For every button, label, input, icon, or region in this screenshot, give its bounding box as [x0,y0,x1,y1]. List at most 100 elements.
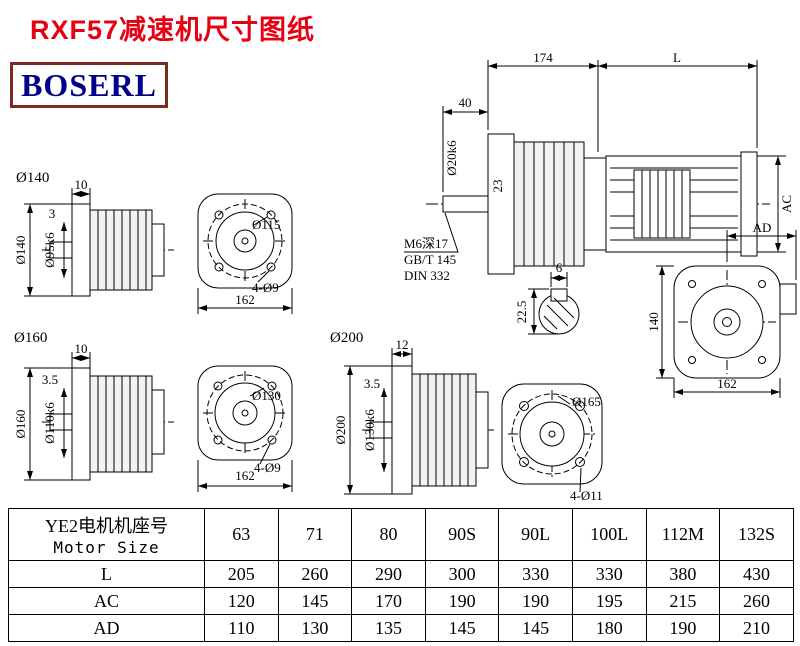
cell-AD-90l: 145 [498,614,573,642]
motor-size-header-cell: YE2电机机座号 Motor Size [8,508,205,561]
housing-cap [151,389,165,455]
col-header-132s: 132S [719,508,794,561]
cell-AD-63: 110 [204,614,279,642]
gear-housing [513,141,585,267]
flange140-label: Ø140 [16,170,49,186]
main-dimension-labels: 174 L 40 Ø20k6 23 AC M6深17 GB/T 145 DIN … [404,50,794,323]
col-header-90l: 90L [498,508,573,561]
hatch-lines [543,297,575,330]
dim-spigot-dia: Ø95k6 [42,232,57,268]
cell-L-100l: 330 [571,560,647,588]
dim-bolt-circle: Ø115 [252,217,280,232]
housing-fins [419,374,469,486]
bolt-hole [267,381,277,391]
cell-AC-90l: 190 [498,587,573,615]
col-header-112m: 112M [645,508,721,561]
dim-flange-dia: Ø160 [13,410,28,439]
cell-AD-90s: 145 [424,614,500,642]
col-header-63: 63 [204,508,279,561]
cell-AD-132s: 210 [719,614,794,642]
table-row-L: L 205 260 290 300 330 330 380 430 [8,560,794,588]
cell-AC-112m: 215 [645,587,721,615]
shaft-keyway-detail [528,272,580,335]
cell-L-71: 260 [277,560,353,588]
flange140-views: Ø140 [13,170,293,314]
bolt-circle [511,393,593,475]
motor-size-table: YE2电机机座号 Motor Size 63 71 80 90S 90L 100… [8,508,794,642]
cell-L-112m: 380 [645,560,721,588]
bolt-circle-leader [557,395,571,405]
bolt-hole [758,280,766,288]
gear-housing [89,209,153,291]
col-header-100l: 100L [571,508,647,561]
dim-square-162: 162 [235,292,255,307]
flange200-label: Ø200 [330,330,363,346]
flange160-dimension-labels: Ø160 Ø110k6 10 3.5 Ø130 4-Ø9 162 [13,341,281,483]
stator-lines [641,170,683,238]
dim-flange-thickness: 12 [396,337,409,352]
flange160-label: Ø160 [14,330,47,346]
cell-AD-80: 135 [351,614,426,642]
bolt-hole [519,401,529,411]
input-shaft [442,195,489,213]
col-header-90s: 90S [424,508,500,561]
dim-shoulder: 23 [490,180,505,193]
header-en: Motor Size [53,538,160,557]
dim-spigot-depth: 3.5 [42,372,58,387]
dim-bolt-circle: Ø165 [572,394,601,409]
dim-bolt-holes: 4-Ø9 [252,280,279,295]
bolt-hole [267,435,277,445]
header-cn: YE2电机机座号 [45,516,168,536]
flange200-dimension-lines [344,348,582,495]
bolt-hole [688,356,696,364]
bolt-circle [206,374,284,452]
dim-flange-dia: Ø200 [333,416,348,445]
flange-plate [71,367,91,481]
bolt-hole [266,262,276,272]
row-label-L: L [8,560,205,588]
tap-hole-leader [404,212,459,253]
gear-housing [89,375,153,473]
cell-AD-71: 130 [277,614,353,642]
dim-motor-length: L [673,50,681,65]
cell-AD-100l: 180 [571,614,647,642]
housing-fins [97,376,147,472]
dim-ad: AD [753,220,772,235]
cell-L-63: 205 [204,560,279,588]
shaft-bore [539,421,565,447]
bolt-circle [207,203,283,279]
dim-shaft-length: 40 [459,95,472,110]
bolt-hole [575,457,585,467]
cell-L-90s: 300 [424,560,500,588]
col-header-80: 80 [351,508,426,561]
bolt-hole [214,210,224,220]
bolt-hole [688,280,696,288]
dim-width-162: 162 [717,376,737,391]
dim-bolt-circle: Ø130 [252,388,281,403]
col-header-71: 71 [277,508,353,561]
cell-AD-112m: 190 [645,614,721,642]
flange-plate [71,203,91,297]
shaft-bore [232,400,258,426]
dim-reducer-length: 174 [533,50,553,65]
dim-shaft-diameter: Ø20k6 [444,140,459,176]
housing-fins [523,142,575,266]
cell-L-132s: 430 [719,560,794,588]
table-row-AD: AD 110 130 135 145 145 180 190 210 [8,614,794,642]
shaft-center [722,317,732,327]
fan-cowl [740,151,758,257]
dim-bolt-holes: 4-Ø11 [570,488,603,503]
flange140-dimension-lines [24,188,293,314]
dim-spigot-dia: Ø130k6 [362,409,377,451]
rear-dimension-lines [656,230,797,398]
flange140-dimension-labels: Ø140 Ø95k6 10 3 Ø115 4-Ø9 162 [13,177,280,307]
shaft-bore [233,229,257,253]
bolt-circle-leader [253,216,268,226]
bolt-circle-leader [249,387,265,397]
cell-AC-90s: 190 [424,587,500,615]
dim-spigot-dia: Ø110k6 [42,402,57,444]
logo-text: BOSERL [21,66,157,103]
tap-standard-din: DIN 332 [404,268,450,283]
tap-hole-spec: M6深17 [404,236,449,251]
